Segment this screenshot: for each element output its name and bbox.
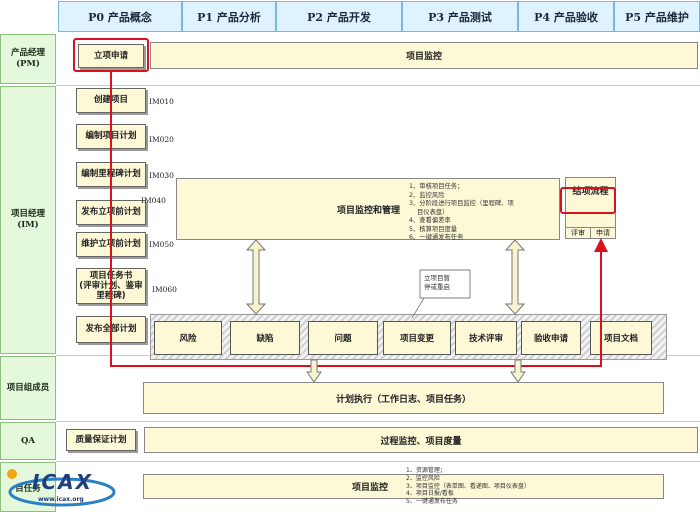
bottom-monitor-title: 项目监控 (352, 483, 389, 493)
lane-qa: QA (0, 422, 56, 460)
phase-header-corner (0, 0, 58, 32)
logo-url: www.icax.org (38, 496, 84, 503)
project-monitor-manage: 项目监控和管理 1、审核项目任务； 2、监控风险 3、分阶段进行项目监控（里程碑… (176, 178, 560, 241)
category-tech-review: 技术评审 (455, 321, 517, 355)
category-acceptance: 验收申请 (521, 321, 581, 355)
lane-divider (56, 421, 700, 422)
phase-p2: P2 产品开发 (276, 1, 402, 32)
pause-note-callout (419, 269, 471, 299)
red-flow-line (110, 72, 608, 367)
lane-project-member: 项目组成员 (0, 356, 56, 420)
bottom-project-monitor: 项目监控 (143, 474, 664, 499)
im-code: IM050 (149, 240, 174, 249)
phase-p5: P5 产品维护 (614, 1, 700, 32)
closure-title: 结项流程 (572, 187, 609, 197)
logo-text: ICAX (32, 470, 94, 494)
lane-divider (56, 85, 700, 86)
phase-p0: P0 产品概念 (58, 1, 182, 32)
qa-process-monitor: 过程监控、项目度量 (144, 427, 698, 453)
pm-project-monitor: 项目监控 (150, 42, 698, 69)
logo-swoosh-icon (7, 469, 116, 507)
category-issue: 问题 (308, 321, 378, 355)
closure-review: 评审 (566, 228, 591, 238)
manage-notes: 1、审核项目任务； 2、监控风险 3、分阶段进行项目监控（里程碑、项 目仪表盘）… (409, 183, 514, 241)
phase-p4: P4 产品验收 (518, 1, 614, 32)
plan-execution: 计划执行（工作日志、项目任务） (143, 382, 664, 414)
icax-logo: ICAX www.icax.org (2, 466, 126, 510)
category-risk: 风险 (154, 321, 222, 355)
closure-sub-row: 评审 申请 (566, 227, 615, 238)
closure-apply: 申请 (596, 229, 610, 237)
lane-divider (56, 461, 700, 462)
project-apply-task: 立项申请 (78, 44, 144, 68)
im-code: IM040 (141, 196, 166, 205)
lane-admin-label: 目任务 (15, 484, 41, 495)
pause-note-pointer (411, 297, 425, 319)
im-code: IM010 (149, 97, 174, 106)
closure-highlight (560, 187, 616, 214)
down-arrow (306, 359, 526, 383)
bottom-monitor-notes: 1、资源管理； 2、监控风险 3、项目监控（表单图、看递图、项目仪表盘） 4、项… (406, 467, 530, 506)
qa-plan-task: 质量保证计划 (66, 429, 136, 451)
manage-title: 项目监控和管理 (337, 205, 401, 216)
phase-p1: P1 产品分析 (182, 1, 276, 32)
phase-p3: P3 产品测试 (402, 1, 518, 32)
category-change: 项目变更 (383, 321, 451, 355)
category-defect: 缺陷 (230, 321, 300, 355)
double-arrow (245, 239, 526, 315)
im-code: IM060 (152, 285, 177, 294)
lane-product-manager: 产品经理 (PM) (0, 34, 56, 84)
project-apply-highlight (73, 38, 149, 72)
pause-note: 立项目暂 停或重启 (424, 274, 450, 291)
im-code: IM020 (149, 135, 174, 144)
lane-project-manager: 项目经理 (IM) (0, 86, 56, 354)
im-code: IM030 (149, 171, 174, 180)
